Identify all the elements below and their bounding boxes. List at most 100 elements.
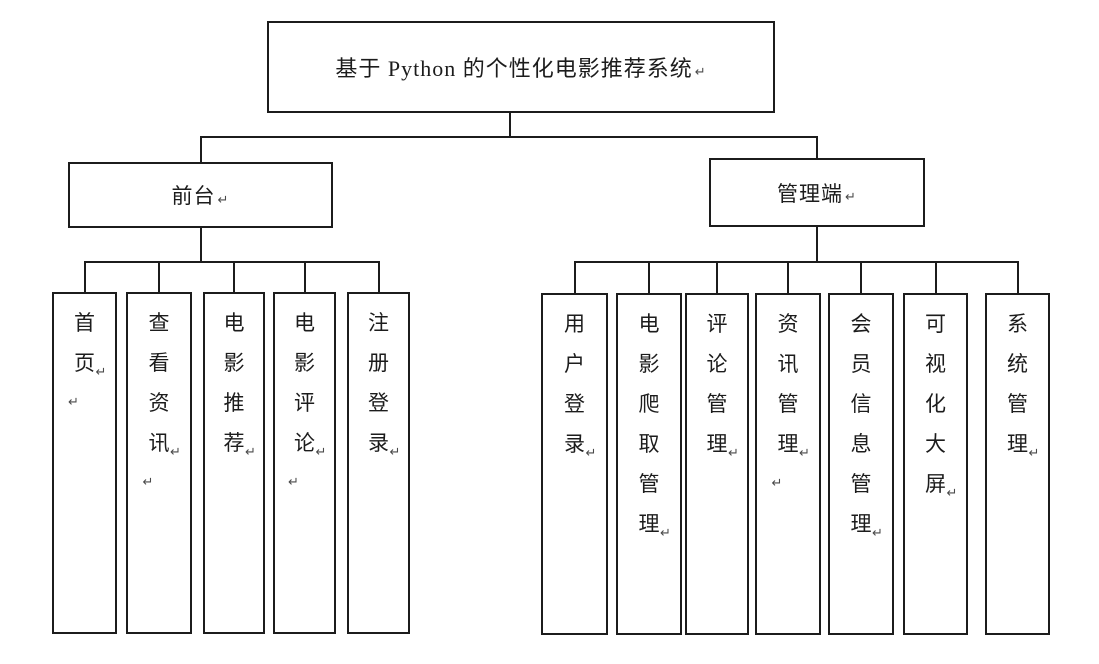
- child-stem: [716, 261, 718, 293]
- return-mark-icon: ↵: [799, 446, 810, 461]
- node-label-char: 录↵: [543, 423, 606, 463]
- label-char: 系: [1007, 312, 1028, 336]
- child-stem: [648, 261, 650, 293]
- node-label-char: 屏↵: [905, 463, 966, 503]
- node-label-char: 讯↵: [128, 422, 190, 462]
- node-label-char: 用: [543, 303, 606, 343]
- tree-node: 电影爬取管理↵: [616, 293, 682, 635]
- label-char: 论: [706, 352, 728, 376]
- node-label-char: 推: [205, 382, 263, 422]
- node-label-char: 录↵: [349, 422, 408, 462]
- label-char: 页: [74, 351, 95, 375]
- child-stem: [860, 261, 862, 293]
- label-char: 讯: [777, 352, 799, 376]
- label-char: 会: [850, 312, 872, 336]
- label-char: 登: [368, 391, 389, 415]
- return-mark-icon: ↵: [68, 394, 79, 410]
- label-char: 屏: [925, 472, 946, 496]
- label-char: 爬: [638, 392, 660, 416]
- node-front: 前台↵: [68, 162, 333, 228]
- label-char: 管: [638, 472, 660, 496]
- node-label-char: 电: [618, 303, 680, 343]
- label-char: 影: [638, 352, 660, 376]
- label-char: 管: [850, 472, 872, 496]
- node-label-char: 户: [543, 343, 606, 383]
- label-char: 评: [294, 391, 315, 415]
- label-char: 论: [294, 431, 315, 455]
- admin-top-stem: [816, 136, 818, 158]
- label-char: 用: [564, 312, 585, 336]
- trailing-return-row: ↵: [128, 462, 190, 502]
- label-char: 推: [223, 391, 245, 415]
- level3-hline: [83, 261, 380, 263]
- node-label-char: 可: [905, 303, 966, 343]
- label-char: 首: [74, 311, 95, 335]
- label-char: 理: [638, 512, 660, 536]
- return-mark-icon: ↵: [771, 475, 783, 491]
- node-label-char: 查: [128, 302, 190, 342]
- label-char: 查: [148, 311, 170, 335]
- node-label-char: 理↵: [618, 503, 680, 543]
- child-stem: [158, 261, 160, 292]
- return-mark-icon: ↵: [946, 486, 958, 501]
- node-label-char: 看: [128, 342, 190, 382]
- tree-node: 电影推荐↵: [203, 292, 265, 634]
- node-admin: 管理端↵: [709, 158, 925, 227]
- child-stem: [377, 261, 380, 292]
- label-char: 视: [925, 352, 946, 376]
- label-char: 影: [294, 351, 315, 375]
- label-char: 管: [1007, 392, 1028, 416]
- label-char: 息: [850, 432, 872, 456]
- node-label-char: 评: [275, 382, 334, 422]
- node-label-char: 管: [687, 383, 747, 423]
- tree-node: 系统管理↵: [985, 293, 1050, 635]
- level2-hline: [200, 136, 818, 138]
- admin-label: 管理端: [777, 181, 844, 206]
- return-mark-icon: ↵: [170, 445, 181, 460]
- label-char: 资: [148, 391, 170, 415]
- node-label-char: 电: [205, 302, 263, 342]
- label-char: 理: [1007, 432, 1028, 456]
- node-label-char: 评: [687, 303, 747, 343]
- node-label-char: 视: [905, 343, 966, 383]
- child-stem: [1016, 261, 1019, 293]
- label-char: 荐: [223, 431, 245, 455]
- child-stem: [303, 261, 306, 292]
- label-char: 录: [368, 431, 389, 455]
- return-mark-icon: ↵: [845, 190, 857, 205]
- return-mark-icon: ↵: [872, 526, 883, 541]
- node-root: 基于 Python 的个性化电影推荐系统↵: [267, 21, 775, 113]
- node-label-char: 论: [687, 343, 747, 383]
- label-char: 理: [850, 512, 872, 536]
- node-label-char: 影: [205, 342, 263, 382]
- label-char: 注: [368, 311, 389, 335]
- root-stem: [509, 113, 511, 138]
- tree-node: 查看资讯↵↵: [126, 292, 192, 634]
- node-label-char: 取: [618, 423, 680, 463]
- tree-node: 会员信息管理↵: [828, 293, 894, 635]
- node-label-char: 影: [275, 342, 334, 382]
- node-label-char: 爬: [618, 383, 680, 423]
- node-label-char: 管: [618, 463, 680, 503]
- node-label-char: 会: [830, 303, 892, 343]
- node-label-char: 讯: [757, 343, 819, 383]
- node-label-char: 注: [349, 302, 408, 342]
- node-label-char: 员: [830, 343, 892, 383]
- node-label-char: 理↵: [757, 423, 819, 463]
- child-stem: [573, 261, 576, 293]
- node-label-char: 理↵: [687, 423, 747, 463]
- child-stem: [934, 261, 937, 293]
- node-label-char: 资: [128, 382, 190, 422]
- label-char: 电: [223, 311, 245, 335]
- node-label-char: 首: [54, 302, 115, 342]
- return-mark-icon: ↵: [728, 446, 739, 461]
- label-char: 可: [925, 312, 946, 336]
- tree-node: 可视化大屏↵: [903, 293, 968, 635]
- return-mark-icon: ↵: [217, 192, 230, 208]
- node-label-char: 页↵: [54, 342, 115, 382]
- label-char: 理: [777, 432, 799, 456]
- front-top-stem: [200, 136, 202, 162]
- return-mark-icon: ↵: [288, 474, 299, 490]
- label-char: 统: [1007, 352, 1028, 376]
- node-label-char: 荐↵: [205, 422, 263, 462]
